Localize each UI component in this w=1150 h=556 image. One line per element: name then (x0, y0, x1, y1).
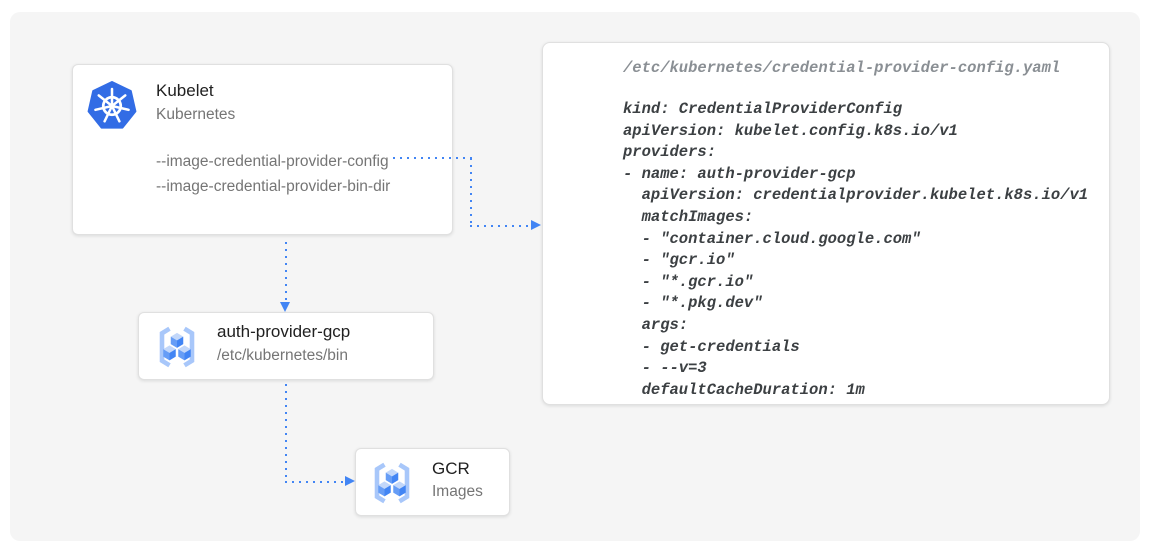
gcr-cubes-icon (152, 322, 202, 377)
config-filename: /etc/kubernetes/credential-provider-conf… (623, 59, 1061, 77)
connector-auth-provider-to-gcr-segment-2 (285, 481, 345, 483)
gcr-title: GCR (432, 459, 470, 478)
flag-image-credential-provider-config: --image-credential-provider-config (156, 153, 389, 170)
config-yaml-code: kind: CredentialProviderConfig apiVersio… (623, 99, 1088, 401)
node-kubelet: Kubelet Kubernetes --image-credential-pr… (72, 64, 453, 235)
arrowhead-into-yaml-panel (531, 220, 541, 230)
code-line: - name: auth-provider-gcp (623, 164, 856, 183)
connector-kubelet-to-auth-provider (285, 242, 287, 302)
node-credential-provider-config: /etc/kubernetes/credential-provider-conf… (542, 42, 1110, 405)
code-line: - --v=3 (623, 359, 707, 378)
auth-provider-subtitle: /etc/kubernetes/bin (217, 347, 348, 364)
connector-config-to-yaml-segment-2 (470, 158, 472, 226)
code-line: - "container.cloud.google.com" (623, 229, 921, 248)
connector-auth-provider-to-gcr-segment-1 (285, 384, 287, 482)
code-line: matchImages: (623, 207, 754, 226)
kubernetes-helm-icon (87, 81, 137, 136)
node-auth-provider-gcp: auth-provider-gcp /etc/kubernetes/bin (138, 312, 434, 380)
kubelet-flags: --image-credential-provider-config --ima… (156, 149, 390, 199)
kubelet-subtitle: Kubernetes (156, 106, 236, 123)
code-line: kind: CredentialProviderConfig (623, 100, 903, 118)
code-line: - "*.gcr.io" (623, 272, 754, 291)
connector-config-to-yaml-segment-1 (393, 157, 472, 159)
code-line: args: (623, 315, 689, 334)
gcr-cubes-icon (367, 458, 417, 513)
code-line: - "*.pkg.dev" (623, 294, 763, 313)
arrowhead-into-gcr (345, 476, 355, 486)
code-line: providers: (623, 143, 717, 162)
code-line: - get-credentials (623, 337, 800, 356)
code-line: defaultCacheDuration: 1m (623, 380, 865, 399)
auth-provider-title: auth-provider-gcp (217, 322, 351, 341)
code-line: - "gcr.io" (623, 251, 735, 270)
gcr-subtitle: Images (432, 483, 483, 500)
node-gcr: GCR Images (355, 448, 510, 516)
code-line: apiVersion: kubelet.config.k8s.io/v1 (623, 121, 958, 140)
flag-image-credential-provider-bin-dir: --image-credential-provider-bin-dir (156, 178, 391, 195)
arrowhead-into-auth-provider (280, 302, 290, 312)
code-line: apiVersion: credentialprovider.kubelet.k… (623, 186, 1089, 205)
kubelet-title: Kubelet (156, 81, 214, 100)
connector-config-to-yaml-segment-3 (470, 225, 532, 227)
